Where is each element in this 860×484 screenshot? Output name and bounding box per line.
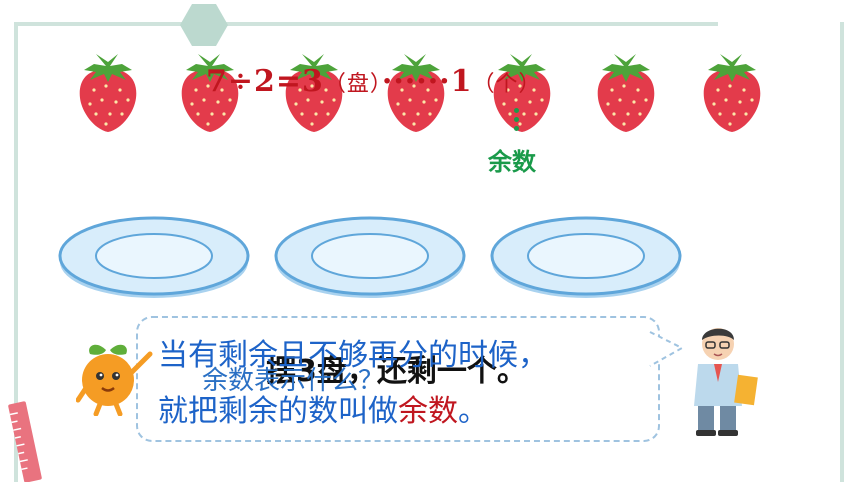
equals-sign: = bbox=[275, 64, 303, 99]
orange-mascot-icon bbox=[76, 344, 153, 416]
definition-line-1: 当有剩余且不够再分的时候， bbox=[158, 338, 548, 373]
teacher-character-icon bbox=[694, 328, 758, 436]
division-formula: 7÷2=3（盘）······1（个） bbox=[206, 64, 541, 104]
question-text: 余数表示什么？ bbox=[202, 366, 385, 396]
dividend: 7 bbox=[206, 64, 228, 99]
ruler-icon bbox=[8, 401, 42, 482]
remainder-label: 余数 bbox=[488, 148, 536, 176]
definition-keyword: 余数 bbox=[398, 394, 458, 429]
remainder-pointer-dots bbox=[514, 108, 520, 136]
frame-left-border bbox=[14, 22, 18, 482]
definition-line-2: 就把剩余的数叫做余数。 bbox=[158, 386, 488, 430]
plate-icon bbox=[490, 216, 682, 298]
strawberry-icon bbox=[285, 54, 343, 132]
ellipsis-dots: ······ bbox=[381, 64, 451, 99]
definition-prefix: 就把剩余的数叫做 bbox=[158, 394, 398, 429]
plate-icon bbox=[58, 216, 250, 298]
quotient: 3 bbox=[302, 64, 324, 99]
quotient-unit: （盘） bbox=[323, 72, 382, 97]
divide-sign: ÷ bbox=[227, 64, 255, 99]
remainder-unit: （个） bbox=[472, 72, 542, 97]
strawberry-icon bbox=[181, 54, 239, 132]
strawberry-icon bbox=[387, 54, 445, 132]
strawberry-icon bbox=[493, 54, 551, 132]
frame-top-border bbox=[14, 22, 718, 26]
divisor: 2 bbox=[254, 64, 276, 99]
strawberry-icon bbox=[703, 54, 761, 132]
remainder: 1 bbox=[450, 64, 473, 99]
plate-icon bbox=[274, 216, 466, 298]
speech-bubble-tail bbox=[649, 331, 684, 367]
strawberry-icon bbox=[79, 54, 137, 132]
definition-suffix: 。 bbox=[458, 394, 488, 429]
statement-text: 摆3盘，还剩一个。 bbox=[266, 354, 527, 389]
frame-right-border bbox=[840, 22, 844, 482]
speech-bubble bbox=[136, 316, 660, 442]
hexagon-decoration bbox=[180, 4, 228, 46]
strawberry-icon bbox=[597, 54, 655, 132]
